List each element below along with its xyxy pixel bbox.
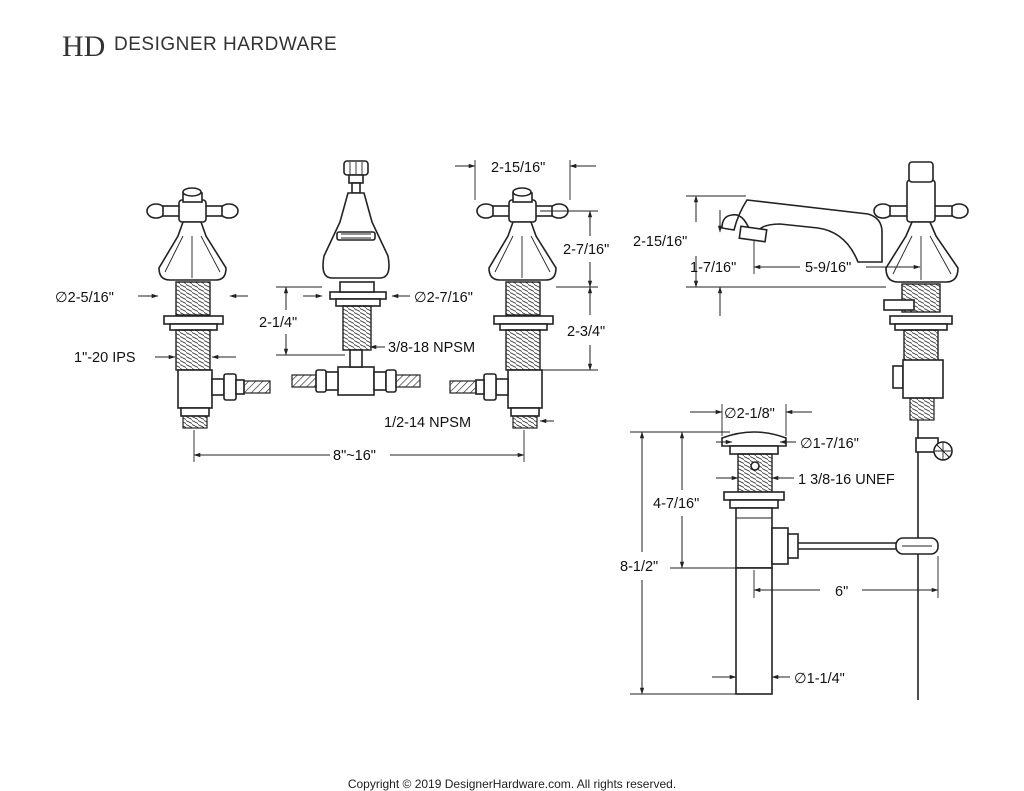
label-rod-length: 6" [835, 584, 848, 600]
center-spout-body [291, 160, 421, 396]
label-npsm-3-8: 3/8-18 NPSM [388, 340, 475, 356]
label-spout-reach: 5-9/16" [805, 260, 851, 276]
label-thread-ips: 1"-20 IPS [74, 350, 136, 366]
label-drain-body-height: 4-7/16" [653, 496, 699, 512]
dimension-labels: ∅2-5/16" 1"-20 IPS 2-1/4" 3/8-18 NPSM ∅2… [55, 160, 895, 687]
logo-letters: HD [62, 30, 105, 63]
label-spout-1-7-16: 1-7/16" [690, 260, 736, 276]
label-shank-2-3-4: 2-3/4" [567, 324, 605, 340]
label-height-2-1-4: 2-1/4" [259, 315, 297, 331]
label-drain-thread: 1 3/8-16 UNEF [798, 472, 895, 488]
label-drain-top-diameter: ∅2-1/8" [724, 406, 775, 422]
label-spout-diameter: ∅2-7/16" [414, 290, 473, 306]
label-spread: 8"~16" [333, 448, 376, 464]
spout-side-view [721, 161, 969, 700]
label-handle-height: 2-7/16" [563, 242, 609, 258]
brand-name: DESIGNER HARDWARE [114, 34, 337, 55]
label-drain-flange-diameter: ∅1-7/16" [800, 436, 859, 452]
label-npsm-1-2: 1/2-14 NPSM [384, 415, 471, 431]
label-spout-height: 2-15/16" [633, 234, 687, 250]
pop-up-drain [721, 431, 939, 695]
label-handle-width: 2-15/16" [491, 160, 545, 176]
dimension-lines [138, 160, 939, 695]
label-drain-total-height: 8-1/2" [620, 559, 658, 575]
label-tailpiece-diameter: ∅1-1/4" [794, 671, 845, 687]
right-handle-valve [449, 187, 569, 429]
label-handle-diameter: ∅2-5/16" [55, 290, 114, 306]
left-handle-valve [146, 187, 271, 429]
copyright-text: Copyright © 2019 DesignerHardware.com. A… [348, 777, 676, 791]
brand-logo: HD [62, 30, 105, 63]
